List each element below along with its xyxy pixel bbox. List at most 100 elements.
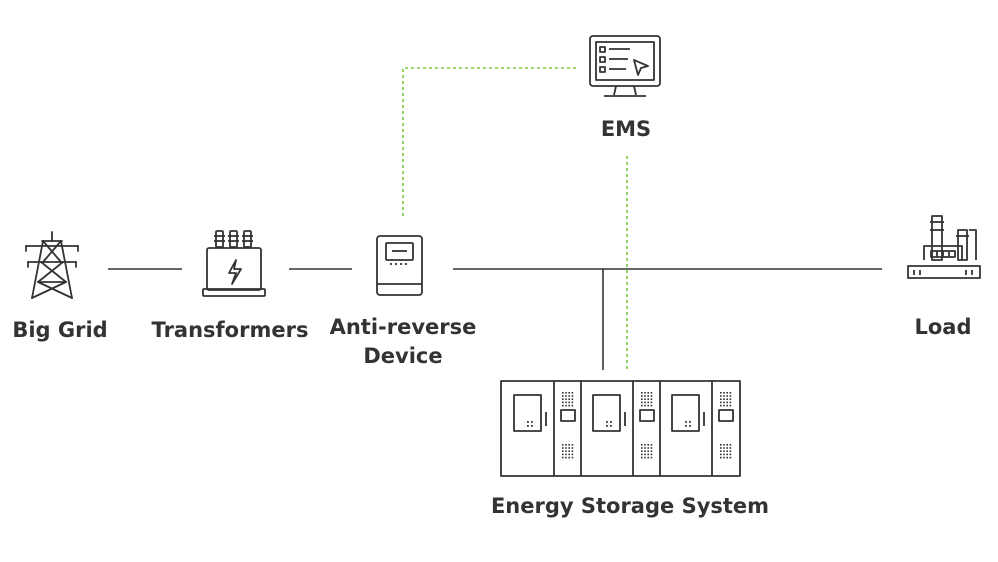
vent-dot <box>650 404 653 407</box>
vent-dot <box>571 401 574 404</box>
load-label: Load <box>914 315 972 339</box>
door-dot <box>689 425 691 427</box>
vent-dot <box>568 453 570 456</box>
vent-dot <box>647 456 649 459</box>
vent-dot <box>647 450 649 452</box>
vent-dot <box>647 395 649 397</box>
vent-dot <box>568 401 570 404</box>
vent-dot <box>720 444 722 446</box>
vent-dot <box>729 398 732 400</box>
vent-dot <box>644 404 646 407</box>
vent-dot <box>723 398 725 400</box>
vent-dot <box>565 404 567 407</box>
vent-dot <box>641 401 643 404</box>
vent-dot <box>571 398 574 400</box>
vent-dot <box>641 392 643 394</box>
vent-dot <box>571 404 574 407</box>
vent-dot <box>647 392 649 394</box>
vent-dot <box>568 444 570 446</box>
vent-dot <box>641 395 643 397</box>
vent-dot <box>729 395 732 397</box>
vent-dot <box>562 453 564 456</box>
vent-dot <box>650 453 653 456</box>
vent-dot <box>568 456 570 459</box>
door-dot <box>531 425 533 427</box>
meter-device-icon <box>376 235 423 296</box>
vent-dot <box>720 450 722 452</box>
vent-dot <box>720 456 722 459</box>
vent-dot <box>644 401 646 404</box>
vent-dot <box>726 398 728 400</box>
vent-dot <box>647 404 649 407</box>
vent-dot <box>720 453 722 456</box>
vent-dot <box>650 444 653 446</box>
vent-dot <box>644 398 646 400</box>
vent-dot <box>650 401 653 404</box>
vent-dot <box>729 447 732 449</box>
vent-dot <box>650 398 653 400</box>
vent-dot <box>647 444 649 446</box>
transformer-icon <box>202 230 266 297</box>
transformers-label: Transformers <box>151 318 309 342</box>
vent-dot <box>723 401 725 404</box>
vent-dot <box>562 450 564 452</box>
vent-dot <box>571 447 574 449</box>
vent-dot <box>568 392 570 394</box>
door-dot <box>685 425 687 427</box>
door-dot <box>685 421 687 423</box>
door-dot <box>610 425 612 427</box>
vent-dot <box>565 395 567 397</box>
vent-dot <box>641 447 643 449</box>
vent-dot <box>571 444 574 446</box>
door-dot <box>606 425 608 427</box>
vent-dot <box>562 392 564 394</box>
power-tower-icon <box>25 231 79 299</box>
vent-dot <box>571 450 574 452</box>
vent-dot <box>644 392 646 394</box>
vent-dot <box>723 392 725 394</box>
vent-dot <box>571 395 574 397</box>
vent-dot <box>565 392 567 394</box>
comm-lines <box>402 67 628 370</box>
vent-dot <box>568 447 570 449</box>
door-dot <box>527 421 529 423</box>
vent-dot <box>723 447 725 449</box>
vent-dot <box>565 450 567 452</box>
vent-dot <box>562 404 564 407</box>
vent-dot <box>562 398 564 400</box>
vent-dot <box>641 456 643 459</box>
vent-dot <box>729 453 732 456</box>
vent-dot <box>644 450 646 452</box>
vent-dot <box>729 392 732 394</box>
vent-dot <box>568 398 570 400</box>
vent-dot <box>720 447 722 449</box>
vent-dot <box>726 392 728 394</box>
power-lines <box>108 268 882 370</box>
vent-dot <box>647 398 649 400</box>
vent-dot <box>720 401 722 404</box>
vent-dot <box>726 456 728 459</box>
monitor-icon <box>589 35 661 97</box>
vent-dot <box>644 444 646 446</box>
big-grid-label: Big Grid <box>12 318 108 342</box>
vent-dot <box>647 453 649 456</box>
door-dot <box>531 421 533 423</box>
vent-dot <box>647 447 649 449</box>
vent-dot <box>650 450 653 452</box>
vent-dot <box>641 444 643 446</box>
door-dot <box>610 421 612 423</box>
factory-icon <box>907 215 981 279</box>
vent-dot <box>723 453 725 456</box>
vent-dot <box>729 404 732 407</box>
vent-dot <box>641 398 643 400</box>
vent-dot <box>568 404 570 407</box>
vent-dot <box>726 450 728 452</box>
vent-dot <box>720 398 722 400</box>
vent-dot <box>565 456 567 459</box>
vent-dot <box>562 401 564 404</box>
vent-dot <box>565 444 567 446</box>
battery-cabinet-icon <box>500 380 741 477</box>
vent-dot <box>720 392 722 394</box>
vent-dot <box>647 401 649 404</box>
